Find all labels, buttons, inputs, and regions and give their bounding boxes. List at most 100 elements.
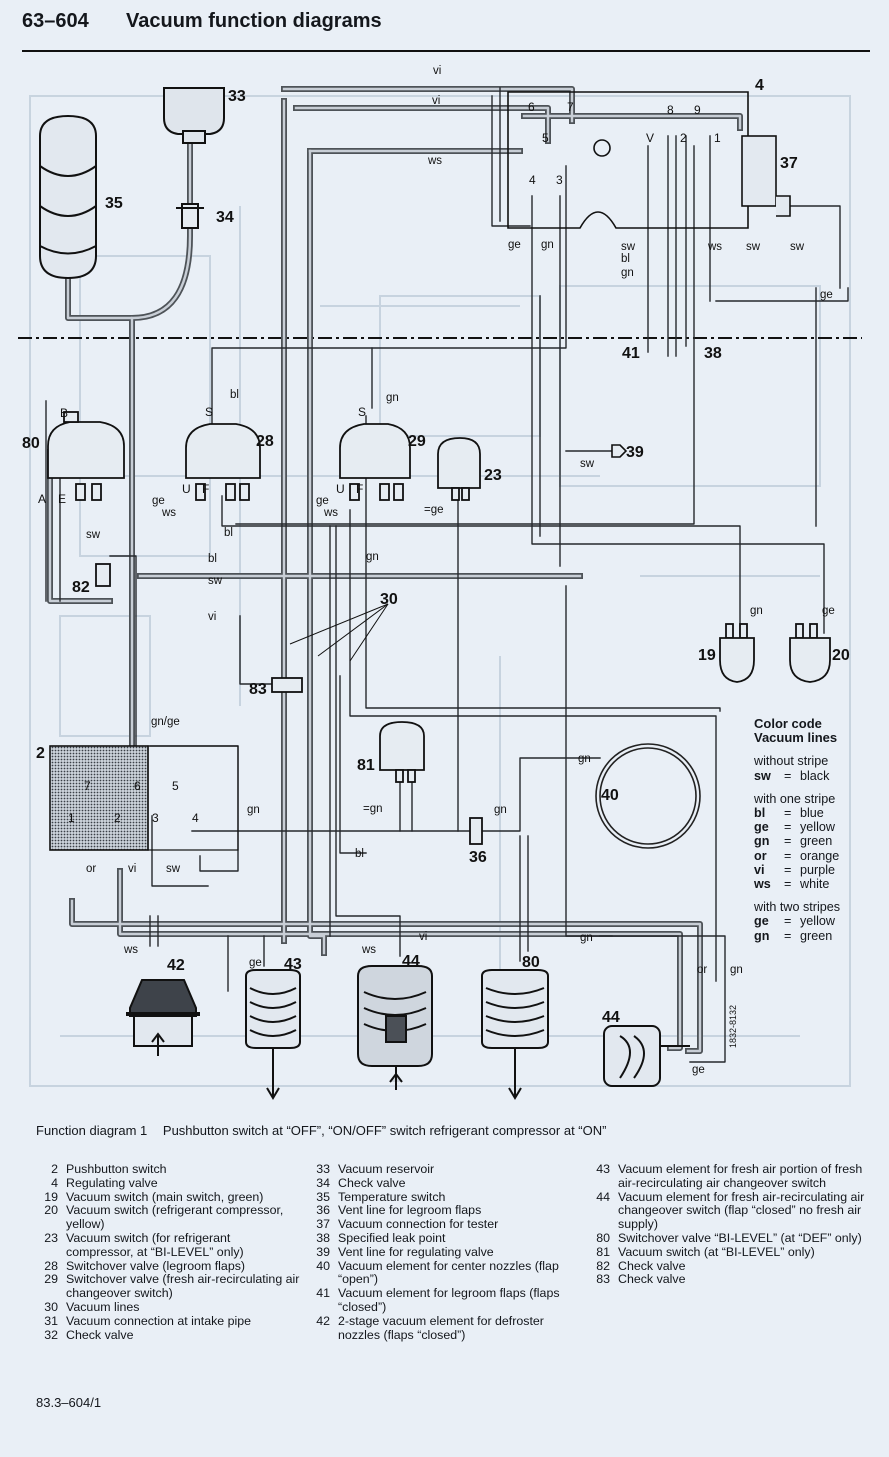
component-number: 80: [522, 954, 540, 971]
line-label: ws: [323, 507, 338, 519]
line-label: ge: [820, 289, 833, 301]
component-number: 19: [698, 647, 716, 664]
line-label: vi: [419, 931, 427, 943]
port-label: 3: [556, 173, 563, 187]
line-label: sw: [86, 529, 101, 541]
component-28-switchover-valve: [185, 423, 261, 501]
component-number: 44: [602, 1009, 620, 1026]
line-label: sw: [166, 863, 181, 875]
component-number: 34: [216, 209, 234, 226]
line-label: ws: [161, 507, 176, 519]
component-34-check-valve: [469, 817, 483, 845]
component-33-vacuum-reservoir: [39, 114, 97, 280]
port-label: 3: [152, 811, 159, 825]
port-label: 6: [528, 100, 535, 114]
color-code-row: ge=yellow: [754, 820, 835, 835]
component-4-regulating-valve: [507, 91, 749, 229]
line-label: vi: [128, 863, 136, 875]
line-label: ge: [822, 605, 835, 617]
component-32-check-valve: [176, 203, 204, 229]
port-label: 7: [84, 779, 91, 793]
line-label: =ge: [424, 504, 444, 516]
line-label: ws: [361, 944, 376, 956]
color-code-subtitle: Vacuum lines: [754, 730, 838, 746]
line-label: ws: [707, 241, 722, 253]
component-19-vacuum-switch: [719, 623, 755, 683]
color-code-row: gn=green: [754, 928, 833, 943]
two-stripes-heading: with two stripes: [754, 900, 841, 915]
component-number: 33: [228, 88, 246, 105]
port-label: 6: [134, 779, 141, 793]
color-code-row: ge=yellow: [754, 914, 835, 929]
port-label: 1: [714, 131, 721, 145]
line-label: bl: [208, 553, 217, 565]
line-label: sw: [621, 241, 636, 253]
port-label: 7: [567, 100, 574, 114]
port-label: 4: [529, 173, 536, 187]
page-footer-code: 83.3–604/1: [36, 1395, 102, 1410]
line-label: or: [86, 863, 96, 875]
line-labels: vi vi ws ge gn sw bl gn ws sw sw ge bl g…: [86, 65, 835, 1076]
line-label: gn/ge: [151, 716, 180, 728]
line-label: gn: [578, 753, 591, 765]
line-label: gn: [494, 804, 507, 816]
figure-caption: Function diagram 1 Pushbutton switch at …: [36, 1123, 876, 1138]
component-81-vacuum-switch: [379, 721, 425, 783]
component-number: 20: [832, 647, 850, 664]
port-label: F: [356, 482, 363, 496]
component-number: 39: [626, 444, 644, 461]
line-label: sw: [746, 241, 761, 253]
line-label: gn: [730, 964, 743, 976]
line-label: ws: [427, 155, 442, 167]
port-label: S: [205, 405, 213, 419]
component-number: 30: [380, 591, 398, 608]
page-title: Vacuum function diagrams: [126, 10, 382, 32]
component-number: 43: [284, 956, 302, 973]
component-42-defroster-element: [357, 965, 433, 1090]
component-number: 36: [469, 849, 487, 866]
component-number: 44: [402, 953, 420, 970]
port-label: V: [646, 131, 654, 145]
ghost-background: [29, 95, 851, 1087]
color-code-row: ws=white: [754, 877, 830, 892]
port-label: E: [58, 492, 66, 506]
caption-lead: Function diagram 1: [36, 1123, 148, 1138]
line-label: gn: [541, 239, 554, 251]
component-number: 42: [167, 957, 185, 974]
line-label: vi: [432, 95, 440, 107]
vacuum-function-diagram: vi vi ws ge gn sw bl gn ws sw sw ge bl g…: [18, 65, 862, 1100]
component-2-pushbutton-switch: [49, 745, 239, 851]
line-label: gn: [386, 392, 399, 404]
color-code-row: or=orange: [754, 848, 840, 863]
component-number: 38: [704, 345, 722, 362]
port-label: B: [60, 406, 68, 420]
component-38-leak-point: [595, 743, 701, 849]
color-code-legend: Color code Vacuum lines without stripe s…: [754, 716, 841, 943]
color-code-row: vi=purple: [754, 862, 836, 877]
port-label: S: [358, 405, 366, 419]
color-code-title: Color code: [754, 716, 822, 731]
line-label: ge: [508, 239, 521, 251]
component-37-tester-connection: [611, 444, 628, 458]
line-label: ge: [249, 957, 262, 969]
line-label: ge: [692, 1064, 705, 1076]
component-44-vacuum-element: [603, 1025, 690, 1087]
port-label: F: [202, 482, 209, 496]
component-35-temperature-switch: [741, 135, 791, 217]
color-code-row: gn=green: [754, 834, 833, 849]
